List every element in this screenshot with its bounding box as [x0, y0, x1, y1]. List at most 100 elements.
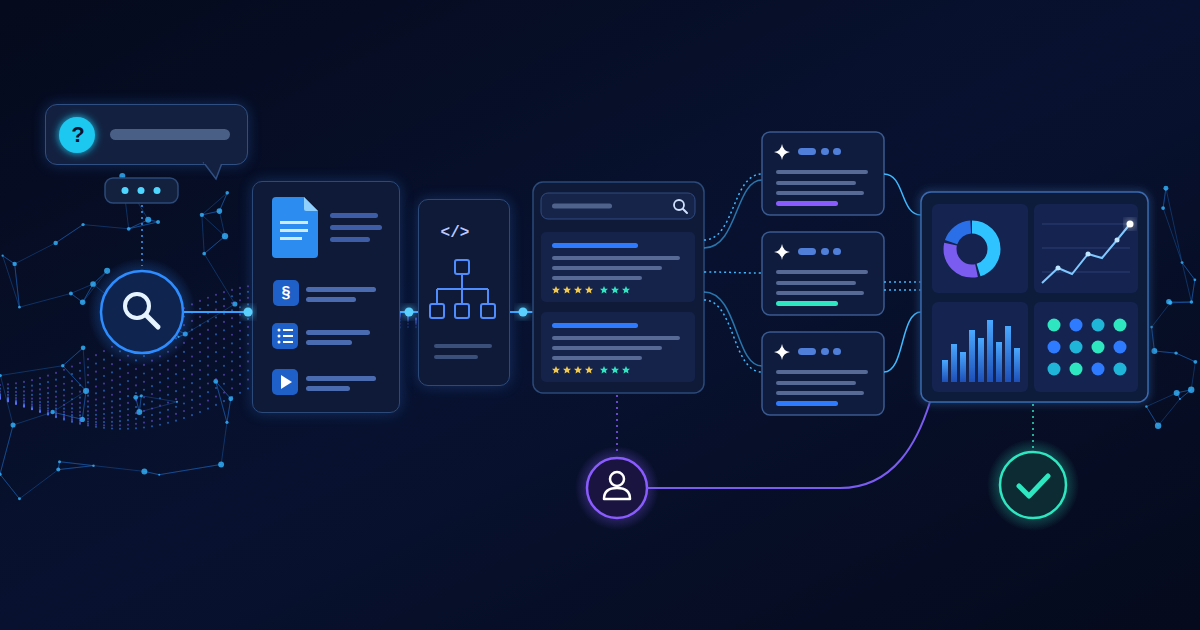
particle-wave [103, 375, 105, 377]
particle-wave [111, 406, 113, 408]
network-mesh [3, 256, 20, 308]
rating-stars [563, 286, 571, 294]
network-mesh [1151, 348, 1157, 354]
particle-wave [167, 360, 169, 362]
particle-wave [7, 400, 9, 402]
particle-wave [239, 347, 241, 349]
particle-wave [63, 399, 65, 401]
particle-wave [407, 323, 409, 325]
wire [244, 308, 253, 317]
particle-wave [183, 342, 185, 344]
network-mesh [1, 255, 3, 257]
network-mesh [93, 466, 144, 472]
network-mesh [185, 304, 235, 334]
particle-wave [239, 330, 241, 332]
particle-wave [215, 351, 217, 353]
particle-wave [231, 317, 233, 319]
network-mesh [1191, 362, 1195, 390]
particle-wave [55, 408, 57, 410]
particle-wave [47, 401, 49, 403]
feedback-wire [647, 402, 930, 488]
network-mesh [69, 292, 73, 296]
particle-wave [207, 312, 209, 314]
network-mesh [1163, 188, 1166, 208]
network-mesh [159, 464, 221, 474]
network-mesh [63, 366, 86, 391]
user-circle [610, 472, 624, 486]
network-mesh [0, 173, 237, 500]
particle-wave [111, 379, 113, 381]
question-bubble [59, 117, 230, 179]
network-mesh [202, 215, 225, 236]
particle-wave [39, 383, 41, 385]
network-mesh [222, 233, 228, 239]
network-mesh [1179, 398, 1181, 400]
particle-wave [223, 305, 225, 307]
particle-wave [207, 356, 209, 358]
particle-wave [151, 342, 153, 344]
particle-wave [159, 373, 161, 375]
particle-wave [191, 329, 193, 331]
particle-wave [39, 401, 41, 403]
particle-wave [247, 387, 249, 389]
particle-wave [95, 421, 97, 423]
rating-stars [574, 366, 582, 374]
branch-wires [704, 180, 762, 248]
particle-wave [167, 342, 169, 344]
tree-icon [437, 288, 488, 290]
particle-wave [215, 387, 217, 389]
particle-wave [127, 395, 129, 397]
particle-wave [0, 395, 1, 397]
dot-grid [1048, 319, 1127, 376]
bar-chart [987, 320, 993, 382]
particle-wave [407, 319, 409, 321]
particle-wave [143, 416, 145, 418]
network-mesh [0, 425, 13, 474]
particle-wave [111, 394, 113, 396]
particle-wave [7, 398, 9, 400]
particle-wave [223, 313, 225, 315]
network-mesh [56, 225, 83, 243]
network-mesh [83, 388, 89, 394]
particle-wave [183, 394, 185, 396]
particle-wave [215, 404, 217, 406]
output-card [833, 148, 841, 155]
network-mesh [80, 299, 85, 304]
search-circle [125, 294, 149, 318]
particle-wave [143, 372, 145, 374]
output-card [776, 401, 838, 406]
particle-wave [119, 424, 121, 426]
particle-wave [175, 328, 177, 330]
particle-wave [207, 297, 209, 299]
list-icon [306, 340, 352, 345]
particle-wave [7, 396, 9, 398]
network-mesh [58, 460, 61, 463]
output-card [821, 348, 829, 355]
particle-wave [0, 395, 1, 397]
bar-chart [1014, 348, 1020, 382]
particle-wave [95, 398, 97, 400]
particle-wave [175, 398, 177, 400]
network-mesh [204, 236, 225, 254]
particle-wave [71, 373, 73, 375]
network-mesh [204, 236, 225, 254]
network-mesh [0, 474, 19, 499]
particle-wave [231, 351, 233, 353]
particle-wave [191, 399, 193, 401]
particle-wave [175, 311, 177, 313]
particle-wave [183, 351, 185, 353]
particle-wave [151, 425, 153, 427]
merge-wires [884, 289, 921, 291]
network-mesh [122, 176, 148, 220]
particle-wave [119, 376, 121, 378]
output-card [776, 281, 856, 285]
particle-wave [143, 421, 145, 423]
network-mesh [63, 348, 83, 366]
network-mesh [119, 173, 125, 179]
network-mesh [1190, 300, 1194, 304]
particle-wave [15, 399, 17, 401]
particle-wave [127, 380, 129, 382]
